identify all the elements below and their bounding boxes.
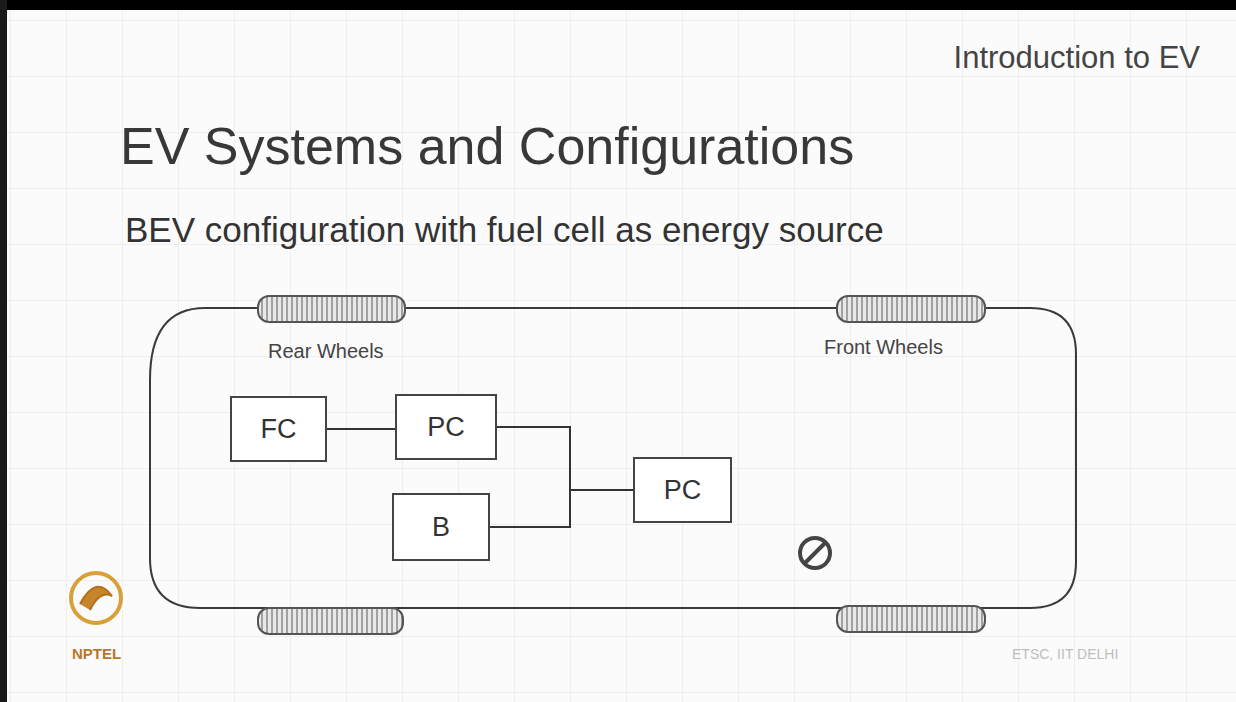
component-box: FC bbox=[230, 396, 327, 462]
box-label: FC bbox=[261, 414, 297, 445]
vehicle-outline bbox=[150, 308, 1076, 608]
box-label: PC bbox=[427, 412, 465, 443]
logo-text: NPTEL bbox=[72, 645, 121, 662]
section-header: Introduction to EV bbox=[954, 40, 1200, 76]
wheel-label: Front Wheels bbox=[824, 336, 943, 359]
video-edge bbox=[0, 0, 7, 702]
component-box: B bbox=[392, 493, 490, 561]
wheel-symbol bbox=[837, 296, 985, 322]
wheel-symbol bbox=[258, 608, 403, 634]
watermark: ETSC, IIT DELHI bbox=[1012, 646, 1118, 662]
connector-line bbox=[490, 490, 633, 527]
component-box: PC bbox=[633, 457, 732, 523]
nptel-logo bbox=[71, 573, 121, 623]
component-box: PC bbox=[395, 394, 497, 460]
box-label: PC bbox=[664, 475, 702, 506]
connector-line bbox=[497, 427, 633, 490]
wheel-symbol bbox=[837, 606, 985, 632]
video-bar bbox=[0, 0, 1236, 10]
box-label: B bbox=[432, 512, 450, 543]
slide-subtitle: BEV configuration with fuel cell as ener… bbox=[125, 210, 884, 250]
no-symbol bbox=[800, 538, 830, 568]
slide-title: EV Systems and Configurations bbox=[120, 116, 854, 176]
wheel-label: Rear Wheels bbox=[268, 340, 384, 363]
wheel-symbol bbox=[258, 296, 405, 322]
connector-line bbox=[327, 428, 395, 430]
